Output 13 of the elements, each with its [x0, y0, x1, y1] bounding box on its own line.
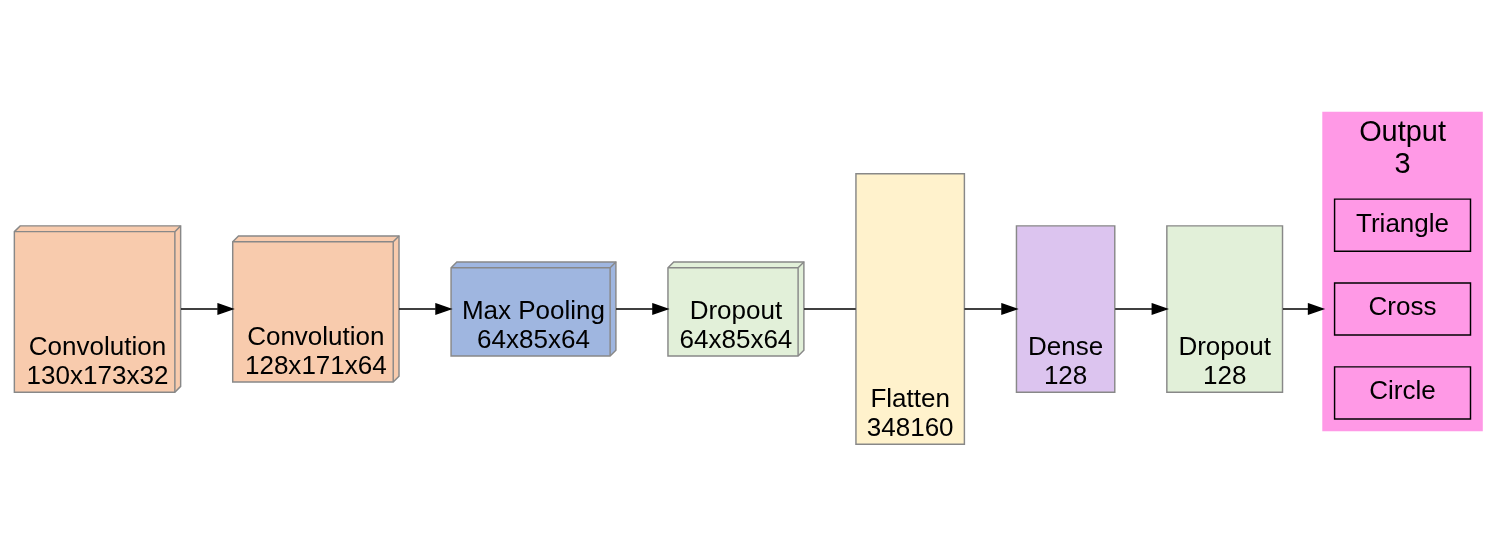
arrow	[1282, 302, 1326, 315]
arrow	[180, 302, 235, 315]
node-box: Flatten 348160	[855, 172, 966, 445]
arrow	[615, 302, 670, 315]
connector	[803, 307, 857, 310]
node-box: Cross	[1333, 281, 1472, 336]
node-box: Circle	[1333, 365, 1472, 420]
node-box: Triangle	[1333, 197, 1472, 252]
arrow	[398, 302, 453, 315]
node-box: Dropout 128	[1166, 224, 1284, 393]
arrow	[963, 302, 1019, 315]
arrow	[1114, 302, 1169, 315]
node-box: Dense 128	[1015, 224, 1116, 393]
